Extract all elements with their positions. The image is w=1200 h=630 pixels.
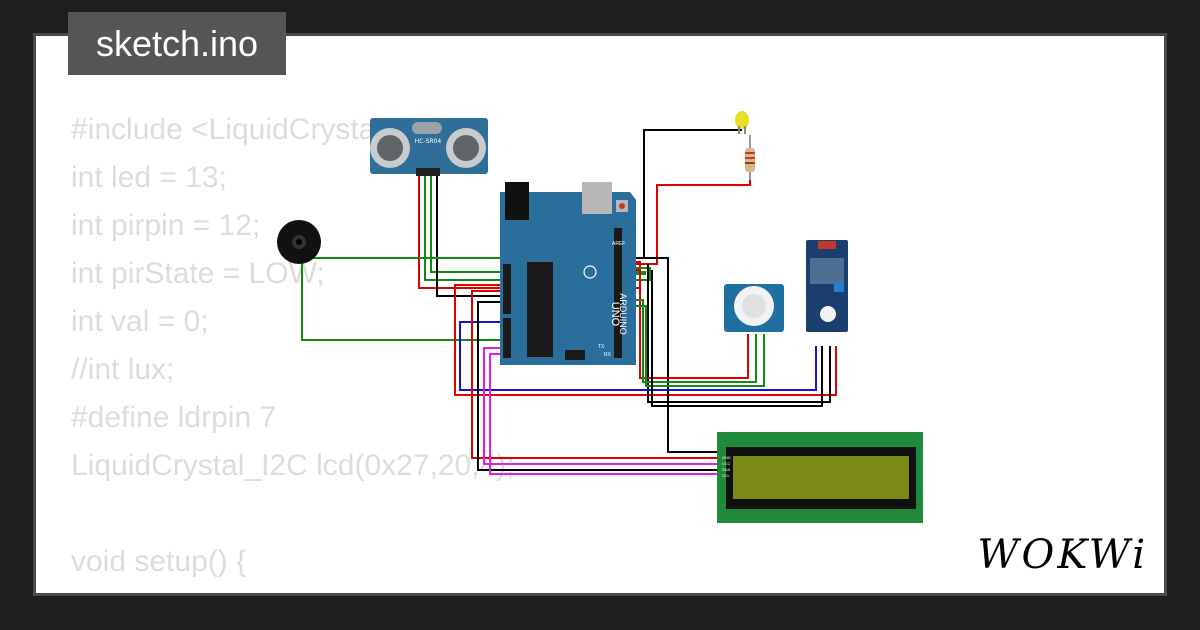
code-line: //int lux; [71,353,175,386]
wire-gnd-rail [623,257,718,453]
lcd-display[interactable]: GND VCC SDA SCL [717,432,923,523]
code-line: #define ldrpin 7 [71,401,277,434]
code-line: int led = 13; [71,161,227,194]
lcd-pin-sda: SDA [722,467,731,472]
pir-sensor[interactable] [724,284,784,332]
lcd-pin-gnd: GND [722,455,731,460]
led[interactable] [735,111,749,134]
wire-led-gnd [623,129,742,259]
wire-pir-out [630,299,757,383]
arduino-tx: TX [598,344,605,350]
arduino-brand: ARDUINO [618,293,628,335]
arduino-model: UNO [609,302,621,327]
code-line: LiquidCrystal_I2C lcd(0x27,20,4); [71,449,515,482]
light-sensor-module[interactable] [806,240,848,332]
wire-led-resistor [623,180,751,265]
wire-ldr-black [651,270,823,407]
wire-lcd-gnd [477,301,718,471]
code-line: void setup() { [71,545,247,578]
wire-pir-gnd [647,264,831,403]
wire-lcd-vcc [471,290,718,459]
preview-card: #include <LiquidCrystal_I2C.h>int led = … [33,33,1167,596]
lcd-pin-scl: SCL [722,473,731,478]
wire-ultrasonic-trig [424,176,651,281]
wire-ultrasonic-gnd [436,176,500,297]
wire-lcd-sda [483,347,718,465]
lcd-pin-vcc: VCC [722,461,731,466]
code-line: int pirpin = 12; [71,209,261,242]
buzzer[interactable] [277,220,321,264]
wire-lcd-scl [489,353,718,475]
arduino-uno[interactable]: ARDUINO UNO AREF TX RX [500,182,636,365]
arduino-aref: AREF [612,241,625,247]
wire-ultrasonic-echo [430,176,646,275]
resistor[interactable] [745,135,755,180]
arduino-rx: RX [604,352,612,358]
wire-ldr-blue [459,321,817,391]
wire-pir-vcc [630,269,749,379]
code-line: int val = 0; [71,305,209,338]
wokwi-logo: WOKWi [977,532,1148,578]
wire-buzzer-gnd [301,258,500,341]
wire-pir-data [630,305,765,387]
wire-5v-rail [454,284,837,396]
ultrasonic-sensor[interactable]: HC-SR04 [370,118,488,176]
code-line: int pirState = LOW; [71,257,325,290]
ultrasonic-label: HC-SR04 [415,138,442,145]
file-tab[interactable]: sketch.ino [68,12,286,75]
